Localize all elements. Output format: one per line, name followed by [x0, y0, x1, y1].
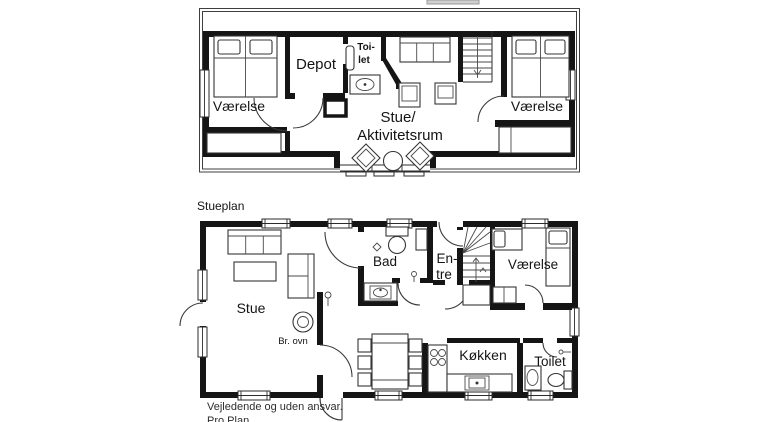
door-swing-depot — [292, 97, 324, 129]
ground-windows-top — [261, 218, 549, 229]
upper-floor-plan: Værelse Depot Toi- let Stue/ Aktivitetsr… — [199, 0, 580, 177]
disclaimer-text: Vejledende og uden ansvar. — [207, 401, 343, 413]
dormer-seating-icons — [351, 141, 435, 173]
door-swing-toilet — [542, 342, 558, 358]
ground-door-swings — [179, 221, 571, 421]
door-swing-bedroom — [524, 284, 544, 304]
upper-stairs-icon — [463, 31, 493, 83]
door-swing-bath-living — [324, 231, 362, 269]
living-sofa-icon — [227, 229, 282, 255]
ground-bed-vertical-icon — [545, 227, 571, 287]
wood-stove-icon — [292, 311, 314, 333]
upper-bedroom-left-label: Værelse — [213, 98, 265, 114]
upper-sink-icon — [349, 74, 381, 95]
door-swing-entrance — [438, 221, 464, 247]
wood-stove-note: Br. ovn — [278, 336, 308, 347]
bath-lamp-symbol-icon — [411, 271, 417, 282]
ground-bedroom-label: Værelse — [508, 257, 558, 272]
double-bed-left-icon — [213, 35, 278, 98]
ground-interior-walls — [317, 227, 572, 392]
living-label: Stue — [237, 300, 266, 316]
upper-toilet-label-line2: let — [358, 55, 370, 66]
dining-table-icon — [357, 333, 423, 390]
door-swing-bath-hall — [397, 282, 421, 306]
upper-living-label-line1: Stue/ — [380, 109, 416, 126]
stairs-landing — [462, 284, 491, 306]
toilet-wc-icon — [547, 370, 573, 390]
depot-label: Depot — [296, 56, 337, 73]
kitchen-label: Køkken — [459, 347, 506, 363]
chimney-icon — [323, 98, 348, 118]
ground-stairs-icon — [462, 226, 491, 306]
ground-windows-sides — [197, 269, 580, 358]
ground-bed-horizontal-icon — [491, 228, 523, 251]
door-swing-left-exterior — [179, 302, 204, 327]
upper-toilet-label-line1: Toi- — [357, 42, 375, 53]
kitchen-stove-icon — [427, 344, 448, 393]
closet-right — [498, 126, 572, 154]
ground-floor-plan: Stueplan — [179, 199, 580, 421]
nightstand-icon — [492, 286, 517, 304]
upper-living-label-line2: Aktivitetsrum — [357, 127, 443, 144]
upper-toilet-diagonal-wall — [381, 58, 403, 88]
bath-label: Bad — [373, 254, 397, 269]
door-leaf-toilet — [345, 45, 355, 71]
door-swing-bedroom-left — [253, 97, 288, 132]
outlet-symbol-icon — [324, 291, 332, 306]
kitchen-sink-icon — [446, 373, 513, 393]
bath-cabinet-icon — [415, 228, 428, 251]
toilet-sink-icon — [524, 365, 542, 391]
upper-bedroom-right-label: Værelse — [511, 98, 563, 114]
upper-door-swings — [253, 45, 505, 132]
roof-mark — [426, 0, 480, 5]
ground-plan-title: Stueplan — [197, 199, 244, 213]
closet-left — [206, 132, 282, 154]
door-swing-bedroom-right — [477, 95, 505, 123]
toilet-label: Toilet — [534, 354, 566, 369]
bath-sink-icon — [363, 282, 398, 302]
double-bed-right-icon — [511, 35, 570, 98]
ground-windows-bottom — [237, 390, 554, 401]
upper-armchair-icons — [398, 82, 457, 108]
clipped-footer-text: Pro Plan — [207, 415, 249, 422]
hall-label-line1: En- — [436, 251, 457, 266]
door-swing-living-dining — [319, 344, 353, 378]
upper-wall-windows — [199, 69, 576, 118]
upper-sofa-icon — [399, 36, 451, 63]
armchair-icon — [287, 253, 315, 299]
hall-label-line2: tre — [436, 267, 452, 282]
left-door-gap — [200, 302, 206, 326]
door-swing-bottom-exterior — [319, 397, 343, 421]
bath-toilet-icon — [385, 226, 409, 255]
floor-drain-icon — [372, 242, 382, 252]
bottom-door-gap — [323, 392, 343, 398]
entrance-door-gap — [437, 221, 463, 227]
coffee-table-icon — [233, 261, 277, 282]
